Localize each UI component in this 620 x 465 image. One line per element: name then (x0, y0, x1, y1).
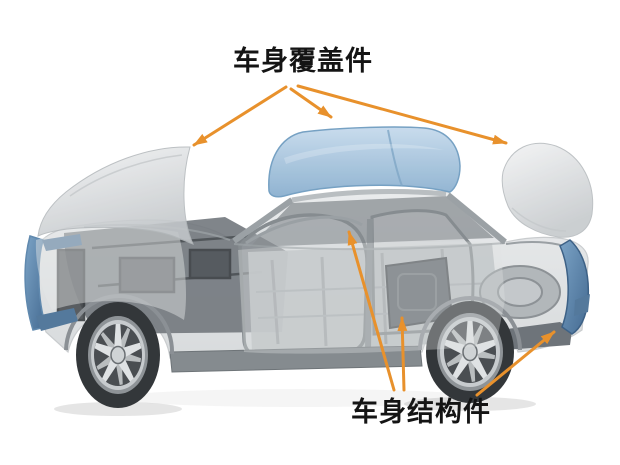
hood-panel (37, 146, 194, 245)
front-wheel (76, 302, 160, 408)
cant-rail-highlight (291, 189, 447, 203)
engine-details (56, 234, 263, 322)
roof-divider-line (387, 129, 403, 187)
front-arch-liner (64, 293, 175, 355)
c-pillar (446, 192, 507, 245)
outer-skin-overlays (35, 227, 505, 354)
label-structure-parts: 车身结构件 (351, 397, 491, 428)
front-fender-skin (35, 227, 186, 320)
door-skins (238, 241, 505, 354)
rocker-sill (169, 345, 423, 373)
rear-panel-contour-line (511, 207, 567, 232)
rear-wheel (426, 301, 514, 403)
front-bumper-carrier (24, 234, 82, 331)
rear-bumper-carrier (559, 239, 590, 335)
arrow-structure-to-rail (347, 230, 396, 392)
hood-contour-line (69, 154, 183, 197)
quarter-panel-detail (397, 273, 437, 311)
rear-arch-liner (418, 296, 522, 351)
roof-panel (268, 126, 461, 198)
arrow-cover-to-quarter (296, 84, 508, 145)
annotation-arrows (192, 84, 556, 397)
hub-roundel (462, 342, 478, 362)
car-shadow (54, 389, 536, 416)
spare-wheel-well (479, 241, 581, 319)
arrow-structure-to-inner-panel (397, 316, 408, 392)
arrow-cover-to-roof (289, 87, 333, 119)
arrow-structure-to-bumper (475, 330, 556, 397)
roof-side-rail (245, 215, 363, 245)
a-pillar (232, 197, 294, 244)
wheel-spokes (94, 324, 142, 385)
b-pillar (365, 218, 373, 351)
roof-highlight (284, 143, 444, 164)
hub-roundel (110, 345, 126, 365)
label-cover-parts: 车身覆盖件 (233, 46, 373, 77)
wheel-spokes (444, 321, 496, 382)
rear-quarter-panel (501, 142, 594, 238)
beltline (233, 242, 506, 251)
arrow-cover-to-hood (192, 85, 288, 147)
